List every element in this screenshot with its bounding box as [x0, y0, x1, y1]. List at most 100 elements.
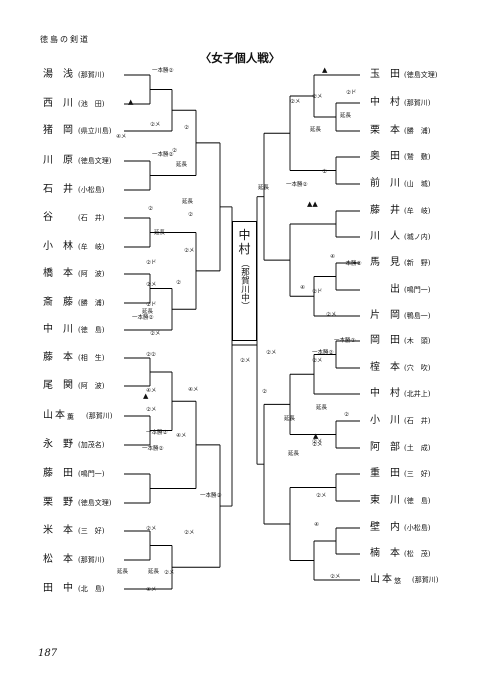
right-player-name: 前川 [370, 178, 400, 190]
name-char: 本 [390, 362, 400, 373]
score-annotation: ②ド [146, 259, 156, 266]
score-annotation: 延長 [316, 403, 328, 411]
triangle-marker-icon: ▲ [313, 432, 319, 440]
score-annotation: ④メ [116, 134, 126, 140]
right-player-name: 阿部 [370, 442, 400, 454]
score-annotation: 一本勝② [152, 150, 174, 158]
right-player-team: (徳島文理) [404, 71, 438, 79]
score-annotation: 一本勝② [334, 336, 356, 344]
score-annotation: ④メ [188, 387, 198, 393]
left-player-name: 永野 [43, 439, 73, 451]
score-annotation: 延長 [284, 414, 296, 422]
right-player-name: 楠本 [370, 548, 400, 560]
left-player-name: 川原 [43, 155, 73, 167]
triangle-marker-icon: ▲ [143, 392, 149, 400]
name-char: 奥 [370, 151, 380, 162]
name-char: 本 [63, 525, 73, 536]
left-player-name: 尾関 [43, 380, 73, 392]
right-player-name: 馬見 [370, 257, 400, 269]
score-annotation: ②メ [150, 330, 160, 337]
name-char: 川 [390, 415, 400, 426]
score-annotation: ②ド [346, 89, 356, 96]
name-char: 井 [390, 205, 400, 216]
name-char: 川 [63, 324, 73, 335]
score-annotation: ② [172, 147, 177, 154]
triangle-marker-icon: ▲ [322, 66, 328, 74]
player-given-name: 薫 [67, 413, 74, 421]
name-char: 岡 [370, 335, 380, 346]
right-player-team: (小松島) [404, 524, 431, 532]
score-annotation: ②メ [312, 441, 322, 448]
score-annotation: 一本勝② [132, 313, 154, 321]
right-player-team: (徳 島) [404, 497, 431, 505]
left-player-team: (勝 浦) [78, 299, 105, 307]
name-char: 岡 [63, 125, 73, 136]
name-char: 田 [390, 151, 400, 162]
name-char: 前 [370, 178, 380, 189]
name-char: 永 [43, 439, 53, 450]
name-char: 東 [370, 495, 380, 506]
name-char: 藤 [43, 352, 53, 363]
name-char: 浅 [63, 69, 73, 80]
left-player-team: (徳島文理) [78, 157, 112, 165]
name-char: 村 [390, 388, 400, 399]
right-player-name: 中村 [370, 97, 400, 109]
right-player-team: (勝 浦) [404, 127, 431, 135]
right-player-team: (鷲 敷) [404, 153, 431, 161]
name-char: 川 [43, 155, 53, 166]
left-player-name: 猪岡 [43, 125, 73, 137]
name-char: 井 [63, 184, 73, 195]
name-char: 阿 [370, 442, 380, 453]
name-char: 米 [43, 525, 53, 536]
left-player-team: (阿 波) [78, 382, 105, 390]
triangle-marker-icon: ▲▲ [307, 200, 318, 208]
left-player-name: 田中 [43, 583, 73, 595]
name-char: 榁 [370, 362, 380, 373]
player-given-name: 悠 [394, 577, 401, 585]
champion-box: 中 村 （那賀川中） [232, 221, 257, 341]
right-player-team: (土 成) [404, 444, 431, 452]
score-annotation: ②メ [164, 569, 174, 576]
name-char: 川 [63, 98, 73, 109]
left-player-name: 藤田 [43, 468, 73, 480]
score-annotation: ②メ [240, 357, 250, 364]
left-player-name: 橋本 [43, 268, 73, 280]
score-annotation: 延長 [176, 160, 188, 168]
name-char: 湯 [43, 69, 53, 80]
name-char: 本 [63, 352, 73, 363]
right-player-team: (穴 吹) [404, 364, 431, 372]
right-player-name: 東川 [370, 495, 400, 507]
right-player-team: (山 城) [404, 180, 431, 188]
score-annotation: ② [188, 211, 193, 218]
score-annotation: ④メ [176, 433, 186, 439]
name-char: 重 [370, 468, 380, 479]
name-char: 中 [370, 97, 380, 108]
name-char: 松 [43, 554, 53, 565]
score-annotation: ②メ [312, 93, 322, 100]
left-player-team: (小松島) [78, 186, 105, 194]
name-char: 部 [390, 442, 400, 453]
left-player-team: (鳴門一) [78, 470, 105, 478]
name-char: 藤 [63, 297, 73, 308]
name-char: 西 [43, 98, 53, 109]
name-char: 田 [63, 468, 73, 479]
score-annotation: 一本勝② [152, 66, 174, 74]
score-annotation: ② [322, 168, 327, 175]
score-annotation: 一本勝② [142, 444, 164, 452]
right-player-team: (那賀川) [412, 576, 439, 584]
score-annotation: ②メ [312, 357, 322, 364]
right-player-team: (石 井) [404, 417, 431, 425]
left-player-name: 中川 [43, 324, 73, 336]
score-annotation: ②メ [146, 406, 156, 413]
name-char: 関 [63, 380, 73, 391]
score-annotation: ② [344, 411, 349, 418]
name-char: 野 [63, 439, 73, 450]
name-char: 岡 [390, 310, 400, 321]
name-char: 山 [43, 410, 53, 421]
score-annotation: 延長 [310, 125, 322, 133]
name-char: 石 [43, 184, 53, 195]
score-annotation: ②② [146, 351, 156, 358]
name-char: 本 [390, 548, 400, 559]
right-player-name: 藤井 [370, 205, 400, 217]
name-char: 山 [370, 574, 380, 585]
